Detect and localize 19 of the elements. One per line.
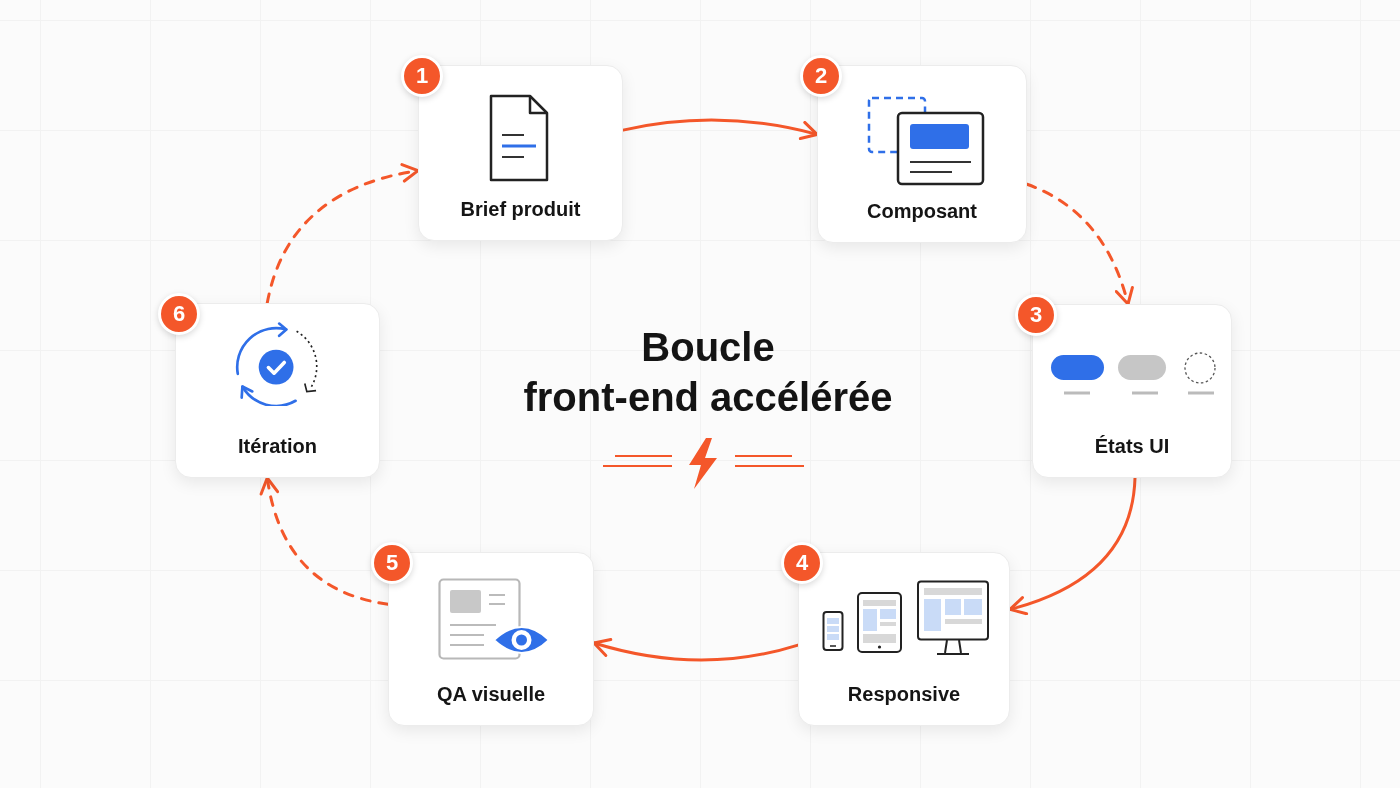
arrow — [621, 118, 819, 141]
step-number-badge: 1 — [401, 55, 443, 97]
step-number-badge: 6 — [158, 293, 200, 335]
arrow — [592, 637, 800, 662]
step-label: Brief produit — [460, 197, 581, 221]
step-number-badge: 5 — [371, 542, 413, 584]
step-label: Composant — [867, 199, 977, 223]
dashed-arrow — [260, 476, 390, 606]
step-number-badge: 3 — [1015, 294, 1057, 336]
dashed-arrow — [1025, 182, 1134, 306]
arrow — [1008, 476, 1137, 615]
step-label: QA visuelle — [436, 682, 546, 706]
step-number-badge: 2 — [800, 55, 842, 97]
step-label: Itération — [238, 434, 317, 458]
step-label: Responsive — [847, 682, 961, 706]
dashed-arrow — [265, 163, 420, 305]
diagram-title: Boucle front-end accélérée — [522, 324, 894, 421]
step-label: États UI — [1094, 434, 1170, 458]
step-number-badge: 4 — [781, 542, 823, 584]
